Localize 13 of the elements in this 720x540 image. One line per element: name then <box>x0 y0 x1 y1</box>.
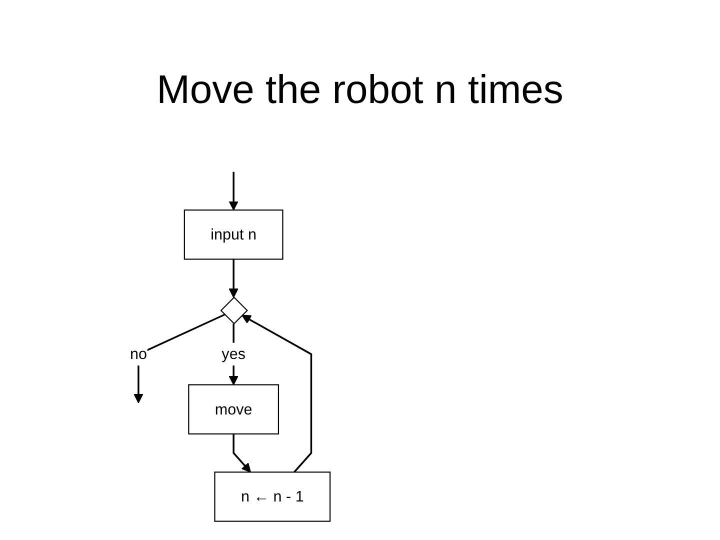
arrow <box>134 314 225 404</box>
arrow <box>232 434 251 473</box>
node-box: input n <box>184 210 284 260</box>
arrow <box>228 324 238 386</box>
arrow <box>242 314 312 473</box>
title: Move the robot n times <box>156 68 564 113</box>
edge-label: no <box>130 344 147 362</box>
edge-label: yes <box>222 344 246 362</box>
node-box: n ← n - 1 <box>214 472 331 522</box>
arrow <box>228 172 238 210</box>
arrow <box>228 259 238 298</box>
node-box: move <box>188 384 280 434</box>
node-diamond <box>220 296 248 324</box>
